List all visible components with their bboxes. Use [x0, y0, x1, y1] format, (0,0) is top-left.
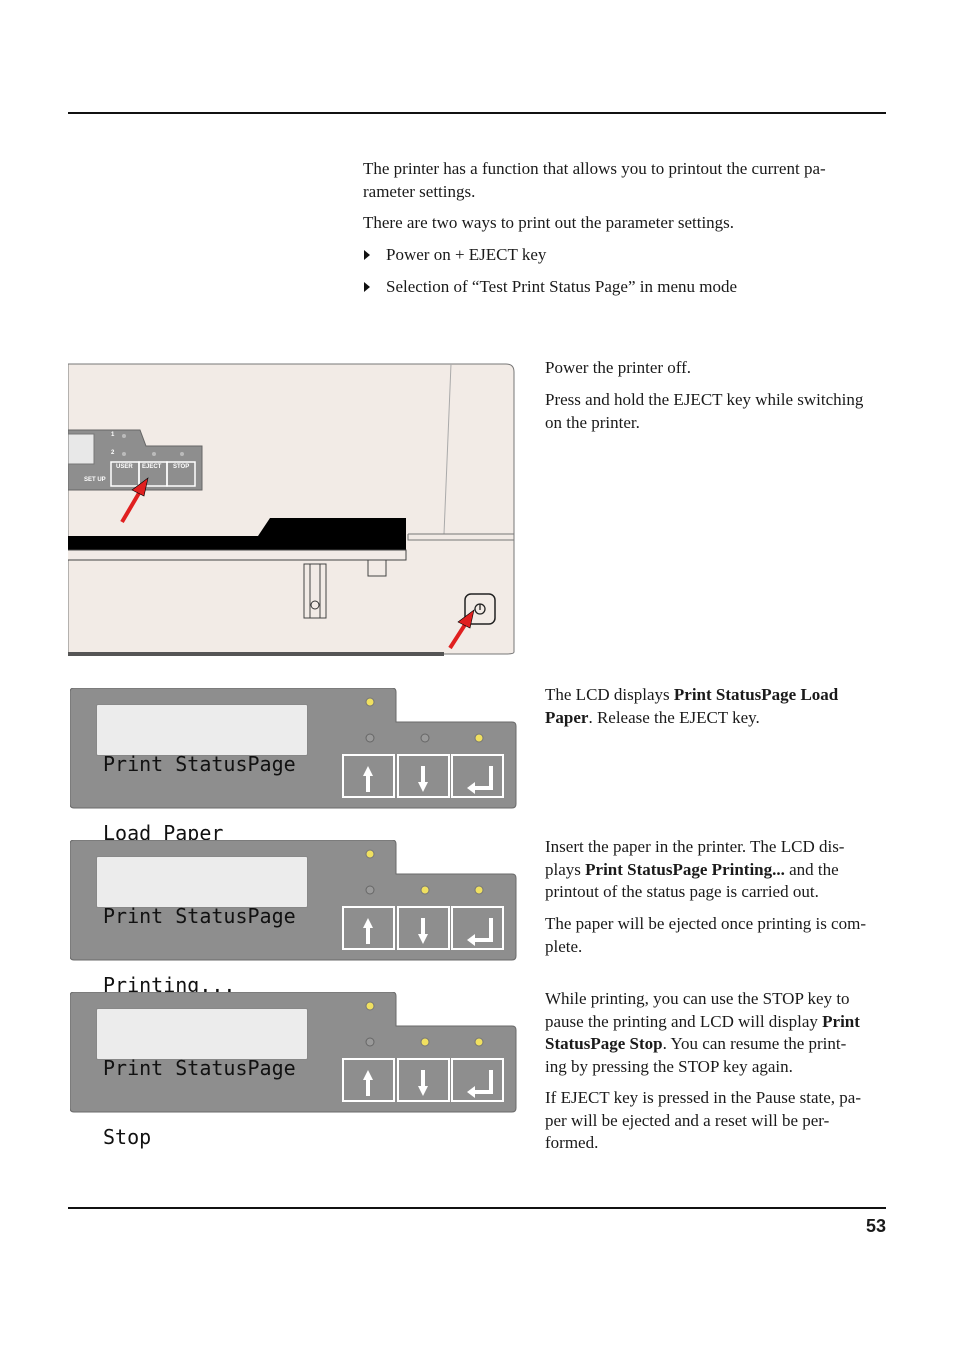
- step1-text-2: Press and hold the EJECT key while switc…: [545, 390, 864, 432]
- lcd-panel-printing: Print StatusPage Printing...: [70, 840, 518, 997]
- setup-label: SET UP: [84, 477, 106, 483]
- enter-key[interactable]: [451, 1058, 504, 1102]
- lcd-display: Print StatusPage Load Paper: [96, 704, 308, 845]
- step3-text: Insert the paper in the printer. The LCD…: [545, 837, 845, 901]
- step4-text: While printing, you can use the STOP key…: [545, 989, 860, 1076]
- down-arrow-key-icon: [418, 918, 428, 944]
- footer-rule: [68, 1207, 886, 1209]
- step4-text-2: If EJECT key is pressed in the Pause sta…: [545, 1088, 862, 1152]
- header-rule: [68, 112, 886, 114]
- enter-key[interactable]: [451, 906, 504, 950]
- up-key[interactable]: [342, 1058, 395, 1102]
- lcd-display: Print StatusPage Stop: [96, 1008, 308, 1149]
- key-label-eject: EJECT: [142, 464, 162, 470]
- step1-text: Power the printer off.: [545, 358, 692, 377]
- up-arrow-key-icon: [363, 918, 373, 944]
- printer-illustration: 1 2 SET UP USER EJECT STOP: [67, 362, 516, 662]
- enter-key-icon: [467, 1070, 493, 1098]
- down-arrow-key-icon: [418, 766, 428, 792]
- lcd-panel-stop: Print StatusPage Stop: [70, 992, 518, 1149]
- power-button-icon[interactable]: [465, 594, 495, 624]
- intro-paragraph-1: The printer has a function that allows y…: [363, 159, 826, 201]
- down-key[interactable]: [397, 906, 450, 950]
- enter-key-icon: [467, 766, 493, 794]
- up-key[interactable]: [342, 906, 395, 950]
- down-key[interactable]: [397, 1058, 450, 1102]
- bullet-triangle-icon: [364, 282, 370, 292]
- lcd-panel-load-paper: Print StatusPage Load Paper: [70, 688, 518, 845]
- up-arrow-key-icon: [363, 1070, 373, 1096]
- down-key[interactable]: [397, 754, 450, 798]
- key-label-user: USER: [116, 464, 133, 470]
- up-arrow-key-icon: [363, 766, 373, 792]
- step3-text-2: The paper will be ejected once printing …: [545, 914, 866, 956]
- led-label-2: 2: [111, 450, 115, 456]
- intro-paragraph-2: There are two ways to print out the para…: [363, 213, 735, 232]
- page-number: 53: [865, 1216, 886, 1236]
- lcd-display: Print StatusPage Printing...: [96, 856, 308, 997]
- up-key[interactable]: [342, 754, 395, 798]
- enter-key-icon: [467, 918, 493, 946]
- bullet-triangle-icon: [364, 250, 370, 260]
- enter-key[interactable]: [451, 754, 504, 798]
- down-arrow-key-icon: [418, 1070, 428, 1096]
- led-label-1: 1: [111, 432, 115, 438]
- key-label-stop: STOP: [173, 464, 190, 470]
